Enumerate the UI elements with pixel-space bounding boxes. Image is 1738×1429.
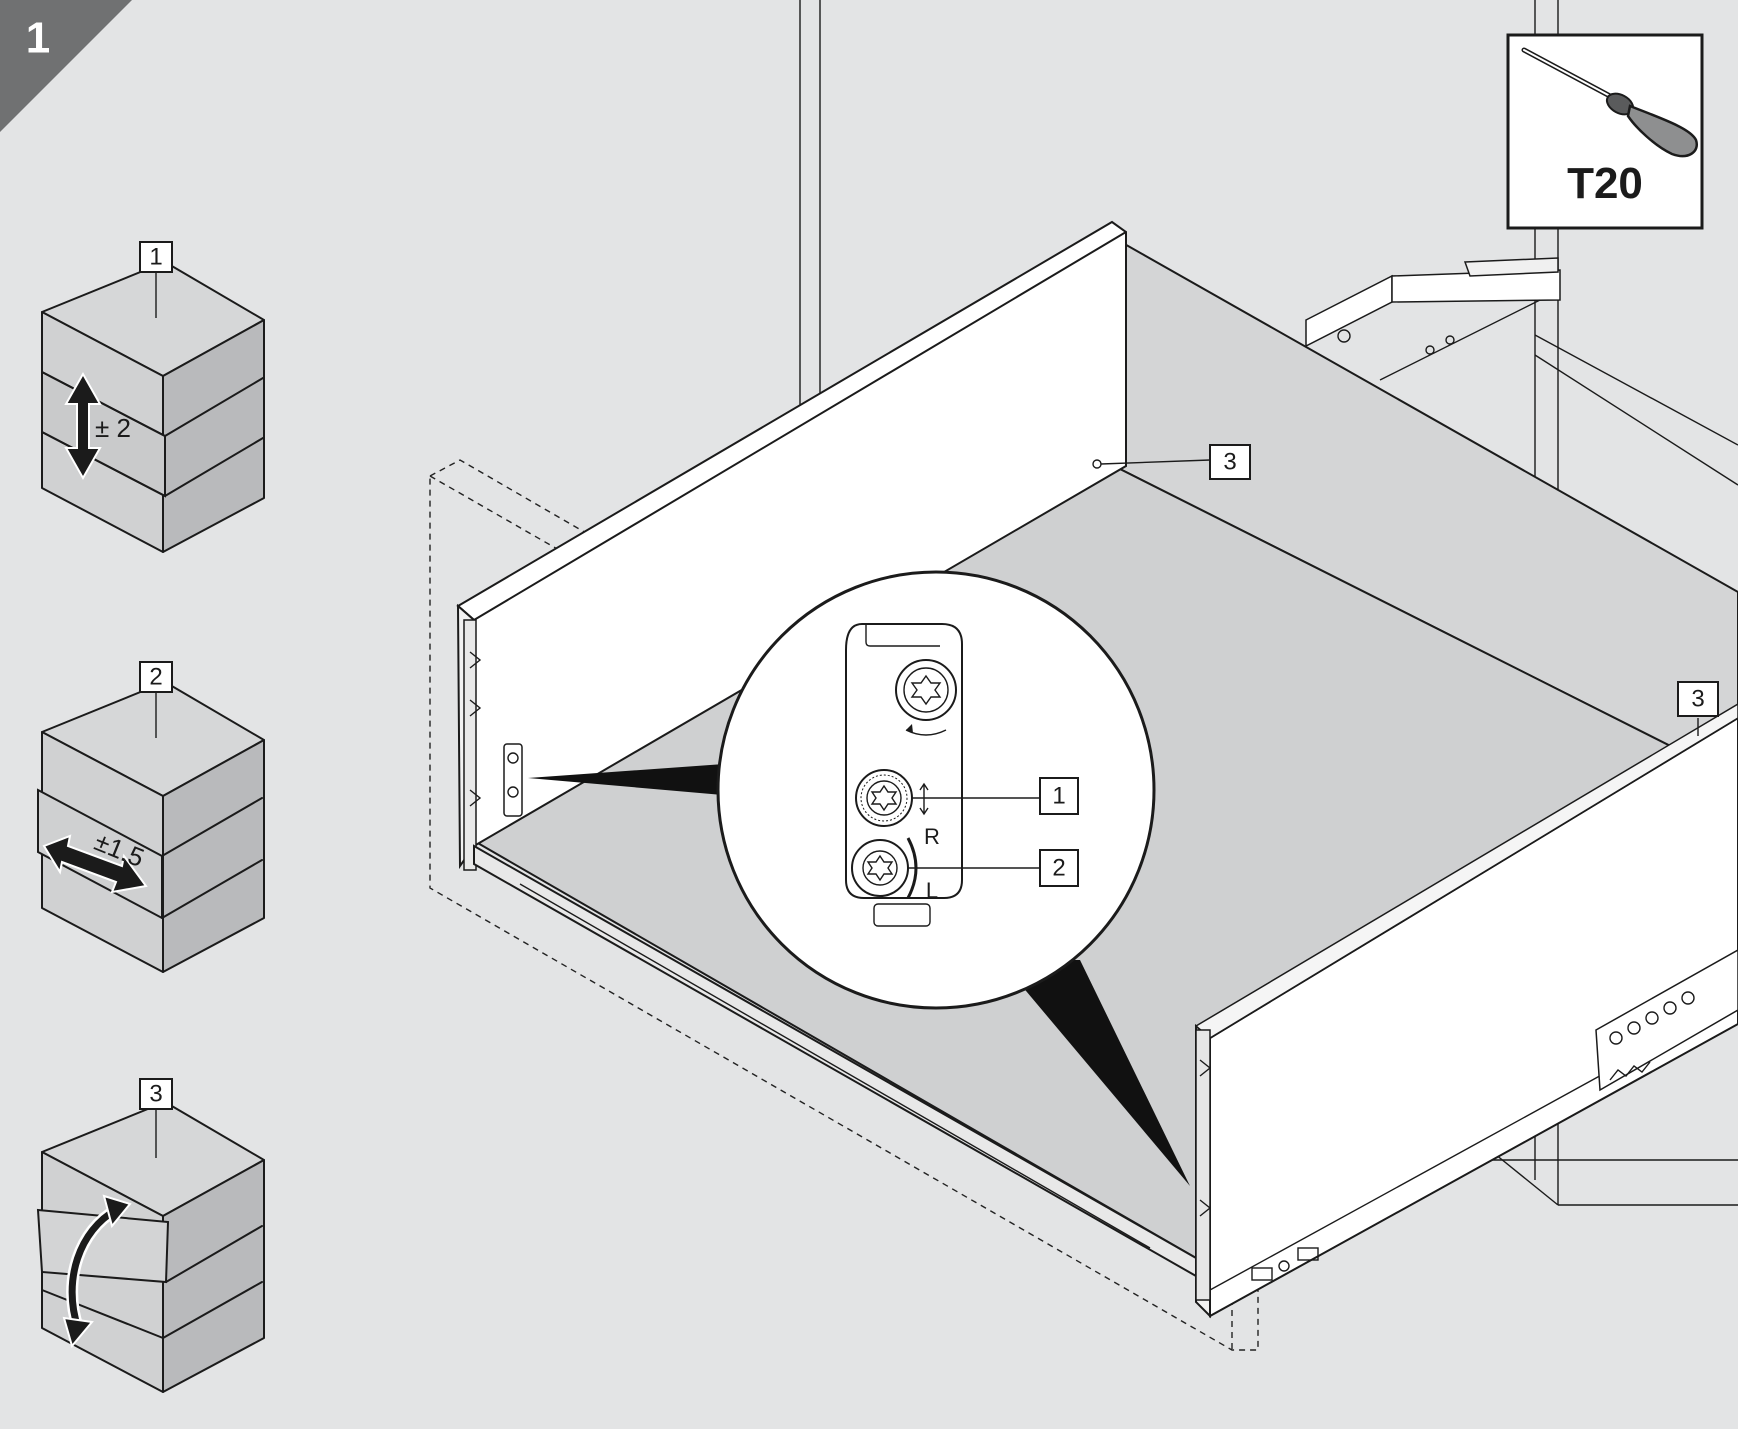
detail-callout-1: 1 <box>1052 783 1065 810</box>
right-slide-runner <box>1595 949 1738 1092</box>
upper-slide-runner <box>1305 257 1561 381</box>
tool-box: T20 <box>1506 33 1704 230</box>
detail-magnifier: R L 1 2 <box>528 570 1190 1186</box>
curved-tilt-arrow-icon <box>62 1194 132 1349</box>
svg-text:3: 3 <box>1223 449 1236 476</box>
lateral-adjust-screw <box>851 837 1040 899</box>
adjustment-lateral: 2 ±1.5 <box>37 661 265 973</box>
adjustment-height: 1 ± 2 <box>41 241 265 553</box>
step-number: 1 <box>26 14 50 63</box>
tool-label: T20 <box>1567 159 1643 208</box>
fixing-screw-top <box>895 659 957 736</box>
adjustment-3-callout: 3 <box>149 1081 162 1108</box>
detail-callout-2: 2 <box>1052 855 1065 882</box>
step-badge: 1 <box>0 0 132 132</box>
adjustment-2-callout: 2 <box>149 664 162 691</box>
right-front-fitting <box>1195 1029 1319 1301</box>
rotation-left-label: L <box>926 878 938 903</box>
drawer-callout-side: 3 <box>1677 681 1719 736</box>
drawer-callout-rear: 3 <box>1209 444 1251 480</box>
svg-text:3: 3 <box>1691 686 1704 713</box>
left-front-fitting <box>463 619 523 871</box>
diagonal-double-arrow-icon <box>42 834 148 894</box>
height-adjust-screw <box>855 769 1040 827</box>
rotation-right-label: R <box>924 824 940 849</box>
adjustment-tilt: 3 <box>36 1078 265 1393</box>
adjustment-1-value: ± 2 <box>95 413 131 443</box>
vertical-double-arrow-icon <box>64 371 102 481</box>
torx-screwdriver-icon <box>1521 47 1699 158</box>
adjustment-1-callout: 1 <box>149 244 162 271</box>
